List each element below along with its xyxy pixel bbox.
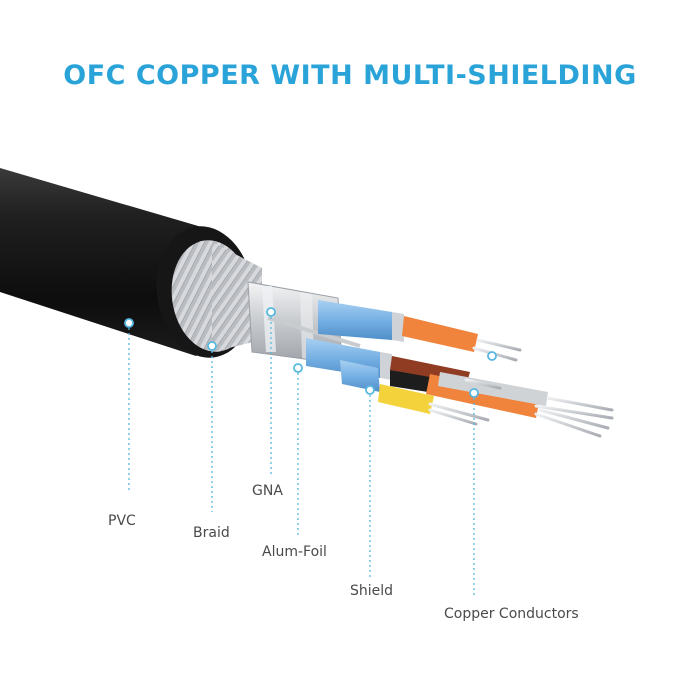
leader-dot [266, 307, 276, 317]
leader-dot [469, 388, 479, 398]
leader-dots [124, 307, 497, 398]
leader-lines [128, 312, 475, 598]
label-alum-foil: Alum-Foil [262, 544, 327, 560]
label-pvc: PVC [108, 513, 136, 529]
leader-dot [365, 385, 375, 395]
leader-dot [207, 341, 217, 351]
label-braid: Braid [193, 525, 230, 541]
insulated-cores [378, 316, 548, 418]
label-copper-conductors: Copper Conductors [444, 606, 579, 622]
label-shield: Shield [350, 583, 394, 599]
leader-dot [293, 363, 303, 373]
leader-dot [487, 351, 497, 361]
shield-sleeves [306, 300, 404, 392]
copper-strands [428, 338, 614, 438]
page-title: OFC COPPER WITH MULTI-SHIELDING [63, 60, 637, 91]
braid-layer [171, 240, 262, 352]
label-gna: GNA [252, 483, 283, 499]
leader-dot [124, 318, 134, 328]
gna-wire [267, 316, 361, 348]
